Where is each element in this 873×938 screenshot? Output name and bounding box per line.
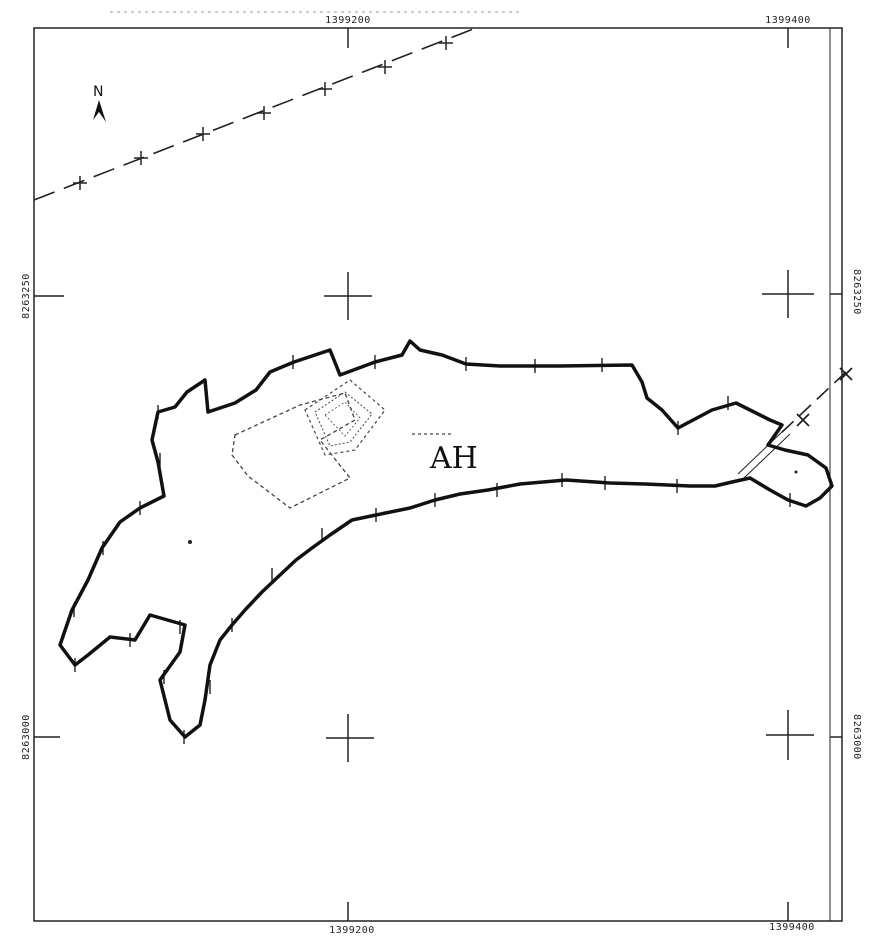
north-arrow-icon: N — [93, 84, 106, 122]
x-tick-label-bottom-2: 1399400 — [769, 922, 815, 933]
y-tick-label-right-2: 8263000 — [851, 714, 862, 760]
y-tick-label-left-2: 8263000 — [21, 714, 32, 760]
map-frame — [33, 27, 843, 922]
dashed-pit-inner — [314, 391, 373, 447]
point-marker — [794, 470, 798, 474]
north-label: N — [93, 84, 103, 100]
grid-crosses — [324, 270, 814, 762]
area-boundary — [58, 339, 834, 744]
grid-cross — [326, 714, 374, 762]
dashed-pit-outline — [304, 379, 386, 456]
y-tick-label-right-1: 8263250 — [851, 269, 862, 315]
dashed-outer-zone — [231, 392, 356, 509]
point-marker — [188, 540, 192, 544]
feature-label-ah: AH — [429, 441, 478, 476]
y-tick-label-left-1: 8263250 — [21, 273, 32, 319]
x-tick-label-top-1: 1399200 — [325, 15, 371, 26]
grid-cross — [762, 270, 814, 318]
grid-frame-ticks — [34, 28, 842, 921]
dashed-pit-core — [324, 401, 361, 437]
grid-cross — [766, 710, 814, 760]
dashed-inner-features — [231, 379, 452, 509]
dash-cross-line — [33, 27, 477, 201]
x-tick-label-bottom-1: 1399200 — [329, 925, 375, 936]
grid-cross — [324, 272, 372, 320]
x-tick-label-top-2: 1399400 — [765, 15, 811, 26]
dash-line-right — [737, 367, 853, 479]
